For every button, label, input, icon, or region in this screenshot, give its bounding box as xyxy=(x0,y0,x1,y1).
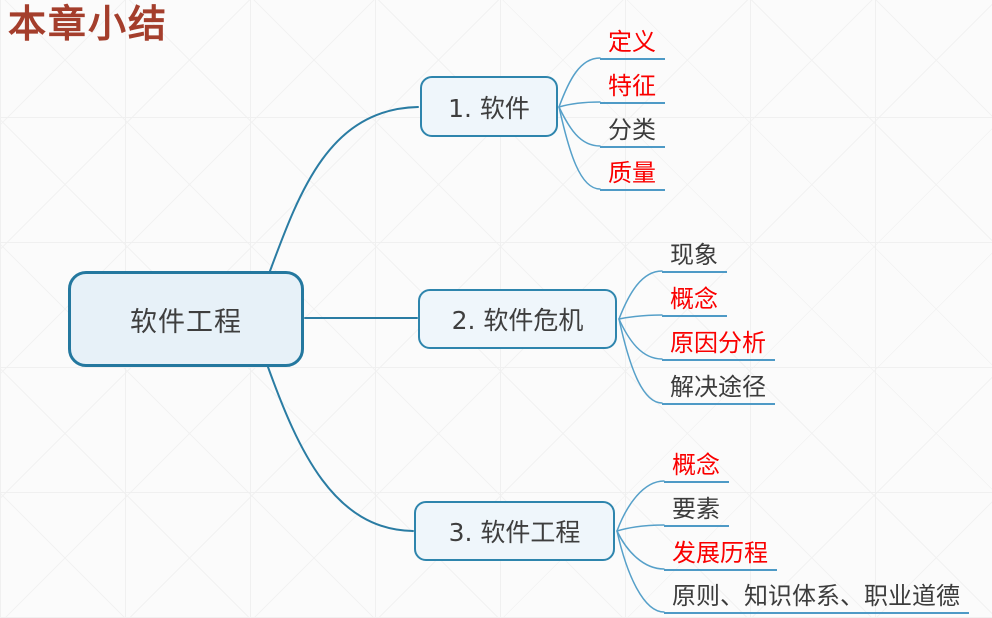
page-title: 本章小结 xyxy=(8,2,169,46)
leaf-label: 分类 xyxy=(600,116,665,148)
branch3-leaf2-curve xyxy=(616,524,665,532)
branch-node-2-label: 2. 软件危机 xyxy=(451,306,584,335)
leaf-label: 概念 xyxy=(662,285,727,317)
leaf-label: 现象 xyxy=(662,241,727,273)
branch-node-3-label: 3. 软件工程 xyxy=(448,518,581,547)
branch3-leaf3-curve xyxy=(616,530,665,570)
root-node: 软件工程 xyxy=(68,271,304,367)
connector-root-branch3 xyxy=(267,366,414,532)
leaf-label: 发展历程 xyxy=(664,539,777,571)
branch2-leaf2-curve xyxy=(618,314,663,320)
bran3-leaf4-curve xyxy=(616,530,665,613)
branch1-leaf4-curve xyxy=(558,106,601,190)
leaf-label: 概念 xyxy=(664,451,729,483)
leaf-label: 定义 xyxy=(600,28,665,60)
branch-node-3: 3. 软件工程 xyxy=(414,501,615,561)
connector-root-branch1 xyxy=(269,106,419,272)
leaf-label: 原则、知识体系、职业道德 xyxy=(664,582,969,614)
branch1-leaf1-curve xyxy=(558,57,601,108)
branch1-leaf3-curve xyxy=(558,106,601,147)
leaf-label: 特征 xyxy=(600,72,665,104)
branch-node-1-label: 1. 软件 xyxy=(448,93,530,123)
leaf-label: 要素 xyxy=(664,495,729,527)
branch2-leaf4-curve xyxy=(618,318,663,404)
root-node-label: 软件工程 xyxy=(130,306,242,338)
branch2-leaf3-curve xyxy=(618,318,663,360)
leaf-label: 解决途径 xyxy=(662,373,775,405)
leaf-label: 质量 xyxy=(600,159,665,191)
leaf-label: 原因分析 xyxy=(662,329,775,361)
branch1-leaf2-curve xyxy=(558,101,601,108)
branch-node-1: 1. 软件 xyxy=(420,76,558,137)
branch3-leaf1-curve xyxy=(616,480,665,532)
branch2-leaf1-curve xyxy=(618,270,663,320)
branch-node-2: 2. 软件危机 xyxy=(418,289,617,349)
